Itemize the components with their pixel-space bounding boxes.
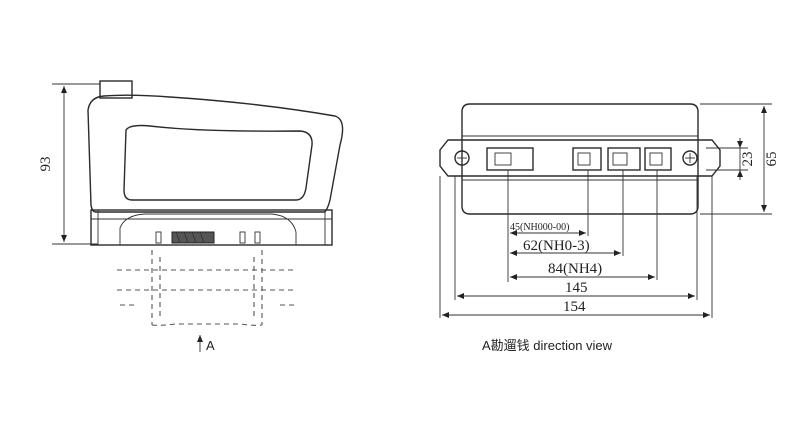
dimension-23: 23 [740, 152, 756, 167]
dimension-45: 45(NH000-00) [510, 222, 569, 233]
front-view: 23 65 45(NH000-00) 62(NH0-3) 84(NH4) 145… [439, 103, 780, 353]
side-view: 93 A [38, 80, 344, 353]
height-dimension-93: 93 [38, 157, 54, 172]
dimension-84: 84(NH4) [548, 261, 602, 277]
dimension-62: 62(NH0-3) [523, 238, 590, 254]
view-caption: A勘遛钱 direction view [482, 338, 613, 353]
dimension-154: 154 [563, 299, 586, 315]
view-marker-a: A [206, 338, 215, 353]
dimension-65: 65 [764, 152, 780, 167]
dimension-145: 145 [565, 280, 588, 296]
